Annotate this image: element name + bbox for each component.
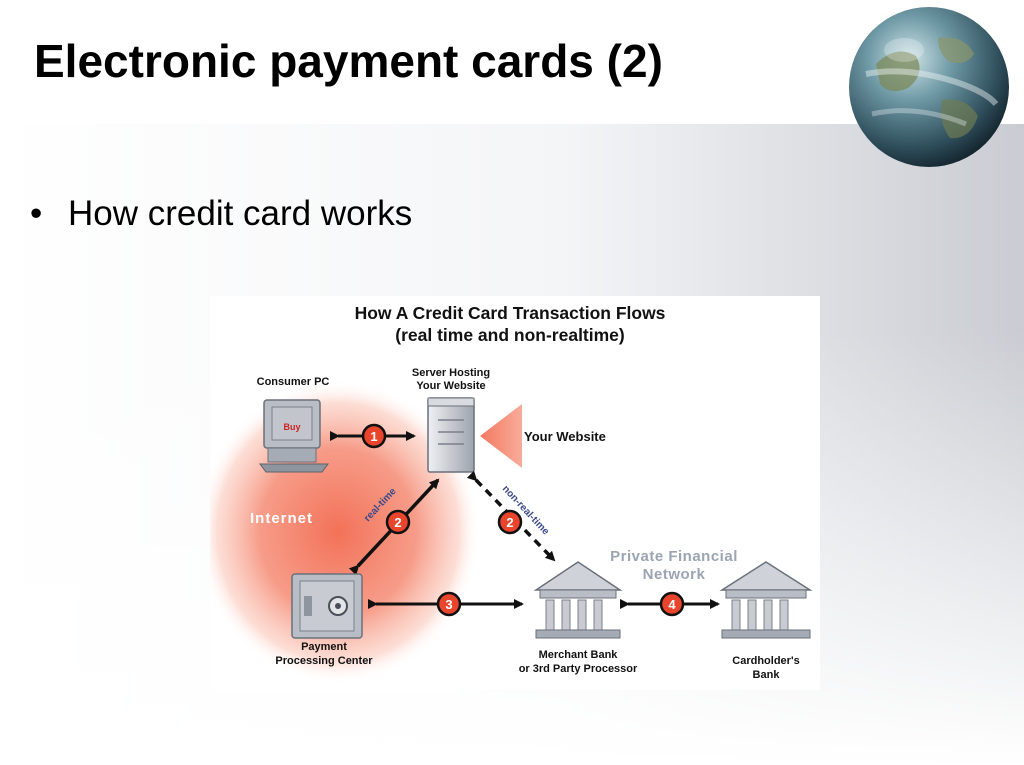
cardholder-label-line1: Cardholder's xyxy=(732,655,799,667)
payment-label-line1: Payment xyxy=(301,641,347,653)
consumer-pc-label: Consumer PC xyxy=(257,376,330,388)
step-number-4: 4 xyxy=(668,597,676,612)
diagram-title-line2: (real time and non-realtime) xyxy=(395,325,625,345)
step-number-2b: 2 xyxy=(506,515,513,530)
internet-label: Internet xyxy=(250,510,313,527)
server-icon xyxy=(427,397,475,473)
private-network-line2: Network xyxy=(643,566,706,583)
server-label-line1: Server Hosting xyxy=(412,367,490,379)
step-circle-3 xyxy=(436,591,462,617)
consumer-pc-icon xyxy=(259,399,329,473)
buy-label: Buy xyxy=(283,422,300,432)
payment-label-line2: Processing Center xyxy=(275,655,373,667)
step-circle-2b xyxy=(497,509,523,535)
bullet-text: How credit card works xyxy=(68,194,413,233)
step-circle-1 xyxy=(361,423,387,449)
step-circle-2a xyxy=(385,509,411,535)
merchant-label-line1: Merchant Bank xyxy=(539,649,619,661)
server-label-line2: Your Website xyxy=(416,380,485,392)
step-number-2a: 2 xyxy=(394,515,401,530)
step-circle-4 xyxy=(659,591,685,617)
transaction-flow-diagram: How A Credit Card Transaction Flows (rea… xyxy=(210,296,820,690)
globe-icon xyxy=(849,7,1009,167)
merchant-bank-icon xyxy=(533,561,623,639)
your-website-label: Your Website xyxy=(524,429,606,444)
slide-title: Electronic payment cards (2) xyxy=(34,35,663,87)
payment-center-icon xyxy=(291,573,363,639)
diagram-canvas: How A Credit Card Transaction Flows (rea… xyxy=(210,303,813,684)
step-number-1: 1 xyxy=(370,429,377,444)
cardholder-bank-icon xyxy=(719,561,813,639)
arrow-non-realtime xyxy=(466,470,556,562)
bullet-dot-icon: • xyxy=(30,194,43,233)
bullet-list: • How credit card works xyxy=(30,194,412,234)
website-beam xyxy=(480,404,522,468)
diagram-title-line1: How A Credit Card Transaction Flows xyxy=(355,303,666,323)
step-number-3: 3 xyxy=(445,597,452,612)
bullet-item: • How credit card works xyxy=(30,194,412,234)
private-network-line1: Private Financial xyxy=(610,548,738,565)
merchant-label-line2: or 3rd Party Processor xyxy=(519,663,638,675)
cardholder-label-line2: Bank xyxy=(753,669,781,681)
